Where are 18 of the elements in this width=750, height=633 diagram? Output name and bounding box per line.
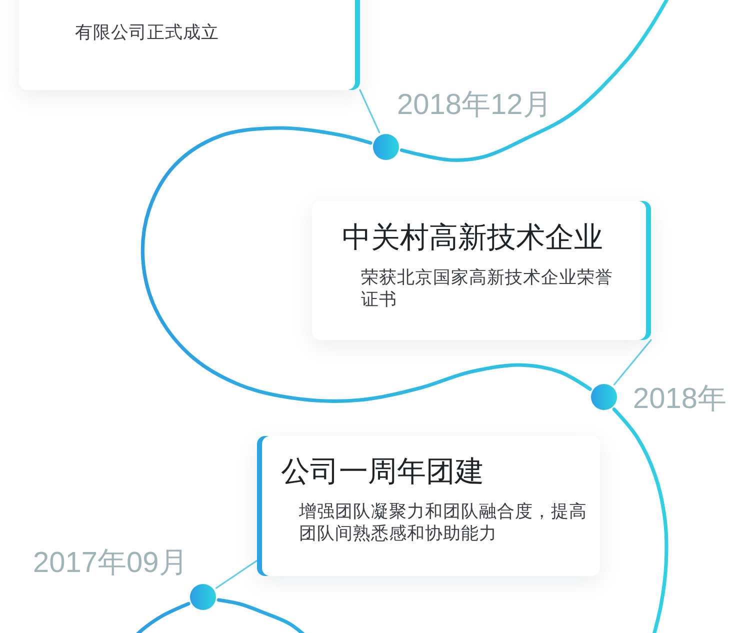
timeline-dot [190,584,216,610]
timeline-curve [612,408,668,633]
leader-line [215,560,258,589]
date-label: 2018年12月 [397,88,552,122]
card-description: 增强团队凝聚力和团队融合度，提高团队间熟悉感和协助能力 [299,501,588,545]
timeline-dot [591,384,617,410]
leader-line [359,89,380,134]
date-label: 2017年09月 [33,546,188,580]
timeline-dot [373,134,399,160]
card-description: 有限公司正式成立 [75,22,220,44]
card-title: 公司一周年团建 [281,454,484,488]
timeline-curve [140,126,592,403]
timeline-card [257,436,600,576]
card-title: 中关村高新技术企业 [342,220,603,254]
leader-line [613,339,652,386]
card-description: 荣获北京国家高新技术企业荣誉证书 [361,267,614,311]
timeline-card [312,201,651,340]
date-label: 2018年 [633,382,727,416]
